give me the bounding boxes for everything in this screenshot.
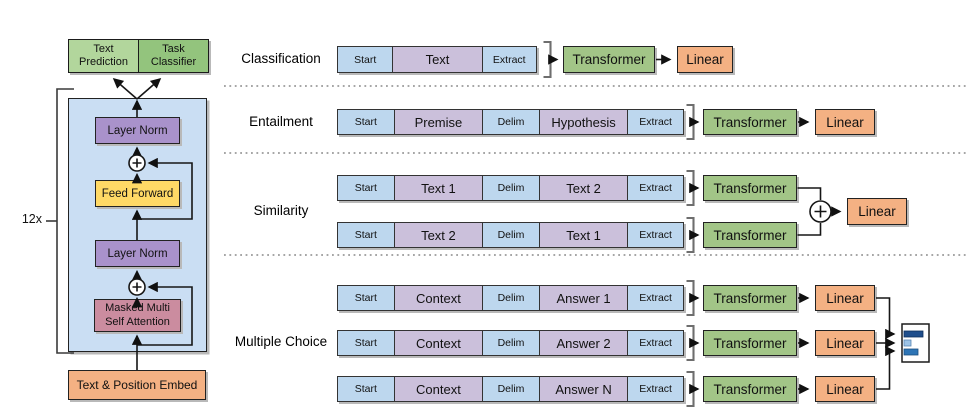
multiple-choice-transformer-box-2: Transformer — [703, 330, 797, 356]
classification-transformer-box: Transformer — [563, 46, 655, 73]
token-start: Start — [338, 286, 394, 310]
token-extract: Extract — [627, 377, 683, 401]
token-context: Context — [393, 331, 483, 355]
multiple-choice-linear-box-2: Linear — [815, 330, 875, 356]
token-delim: Delim — [482, 377, 539, 401]
task-label-similarity: Similarity — [253, 203, 309, 218]
token-context: Context — [393, 377, 483, 401]
token-text1: Text 1 — [393, 176, 483, 200]
task-classifier-box: Task Classifier — [138, 40, 208, 72]
token-extract: Extract — [627, 286, 683, 310]
token-extract: Extract — [627, 176, 683, 200]
multiple-choice-transformer-box-1: Transformer — [703, 285, 797, 311]
token-hypothesis: Hypothesis — [538, 110, 628, 134]
bar-chart-icon — [901, 323, 930, 363]
token-answer-2: Answer 2 — [538, 331, 628, 355]
masked-multi-self-attention-box: Masked Multi Self Attention — [94, 299, 181, 332]
multiple-choice-token-row-2: Start Context Delim Answer 2 Extract — [337, 330, 684, 356]
similarity-token-row-2: Start Text 2 Delim Text 1 Extract — [337, 222, 684, 248]
token-delim: Delim — [482, 223, 539, 247]
token-start: Start — [338, 110, 394, 134]
token-extract: Extract — [627, 110, 683, 134]
layer-norm-bottom-box: Layer Norm — [95, 240, 180, 267]
similarity-transformer-box-2: Transformer — [703, 222, 797, 248]
classification-linear-box: Linear — [677, 46, 733, 73]
plus-circle-icon-similarity — [809, 200, 832, 223]
token-context: Context — [393, 286, 483, 310]
entailment-transformer-box: Transformer — [703, 109, 797, 135]
multiple-choice-linear-box-3: Linear — [815, 376, 875, 402]
token-delim: Delim — [482, 286, 539, 310]
feed-forward-box: Feed Forward — [95, 180, 180, 207]
token-extract: Extract — [627, 223, 683, 247]
layer-norm-top-box: Layer Norm — [95, 117, 180, 144]
token-extract: Extract — [627, 331, 683, 355]
entailment-linear-box: Linear — [815, 109, 875, 135]
token-text2: Text 2 — [393, 223, 483, 247]
token-start: Start — [338, 377, 394, 401]
entailment-token-row: Start Premise Delim Hypothesis Extract — [337, 109, 684, 135]
task-label-multiple-choice: Multiple Choice — [234, 334, 328, 349]
similarity-token-row-1: Start Text 1 Delim Text 2 Extract — [337, 175, 684, 201]
token-delim: Delim — [482, 176, 539, 200]
token-text: Text — [392, 47, 482, 72]
similarity-transformer-box-1: Transformer — [703, 175, 797, 201]
text-prediction-box: Text Prediction — [69, 40, 138, 72]
multiple-choice-transformer-box-3: Transformer — [703, 376, 797, 402]
token-start: Start — [338, 47, 393, 72]
token-start: Start — [338, 176, 394, 200]
token-start: Start — [338, 331, 394, 355]
task-label-entailment: Entailment — [249, 114, 313, 129]
similarity-linear-box: Linear — [847, 198, 907, 225]
text-position-embed-box: Text & Position Embed — [68, 370, 206, 400]
token-premise: Premise — [393, 110, 483, 134]
multiple-choice-linear-box-1: Linear — [815, 285, 875, 311]
token-text2: Text 2 — [538, 176, 628, 200]
token-answer-n: Answer N — [538, 377, 628, 401]
output-heads: Text Prediction Task Classifier — [68, 39, 209, 73]
token-delim: Delim — [482, 331, 539, 355]
task-label-classification: Classification — [241, 51, 321, 66]
token-delim: Delim — [482, 110, 539, 134]
multiple-choice-token-row-1: Start Context Delim Answer 1 Extract — [337, 285, 684, 311]
repeat-12x-label: 12x — [21, 212, 42, 226]
token-text1: Text 1 — [538, 223, 628, 247]
multiple-choice-token-row-3: Start Context Delim Answer N Extract — [337, 376, 684, 402]
classification-token-row: Start Text Extract — [337, 46, 537, 73]
token-start: Start — [338, 223, 394, 247]
token-answer-1: Answer 1 — [538, 286, 628, 310]
token-extract: Extract — [481, 47, 536, 72]
